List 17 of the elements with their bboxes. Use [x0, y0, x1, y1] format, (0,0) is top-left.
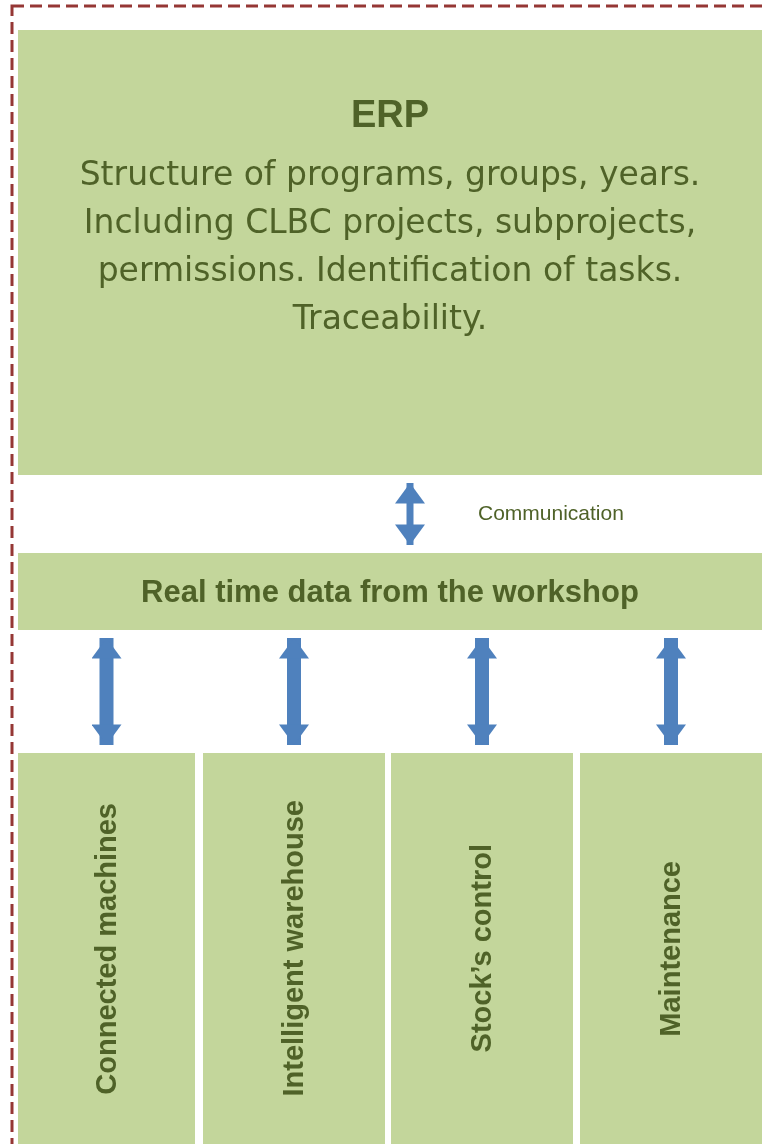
box-description: Structure of programs, groups, years. Including CLBC projects, subprojects, permissions. Identification of tasks. Traceability.: [78, 153, 702, 339]
module-box: [391, 753, 573, 1144]
double-arrow: [91, 638, 122, 745]
module-label: Intelligent warehouse: [277, 800, 311, 1097]
module-label: Maintenance: [654, 860, 688, 1037]
box-title: ERP: [350, 93, 430, 137]
double-arrow: [467, 638, 497, 745]
module-label: Stock’s control: [465, 844, 499, 1053]
module-box: [580, 753, 762, 1144]
system-box: [18, 30, 762, 475]
module-box: [18, 753, 195, 1144]
band-label: Real time data from the workshop: [141, 573, 639, 610]
module-label: Connected machines: [89, 802, 123, 1095]
module-box: [203, 753, 385, 1144]
double-arrow: [656, 638, 686, 745]
double-arrow: [279, 638, 309, 745]
data-band: [18, 553, 762, 630]
